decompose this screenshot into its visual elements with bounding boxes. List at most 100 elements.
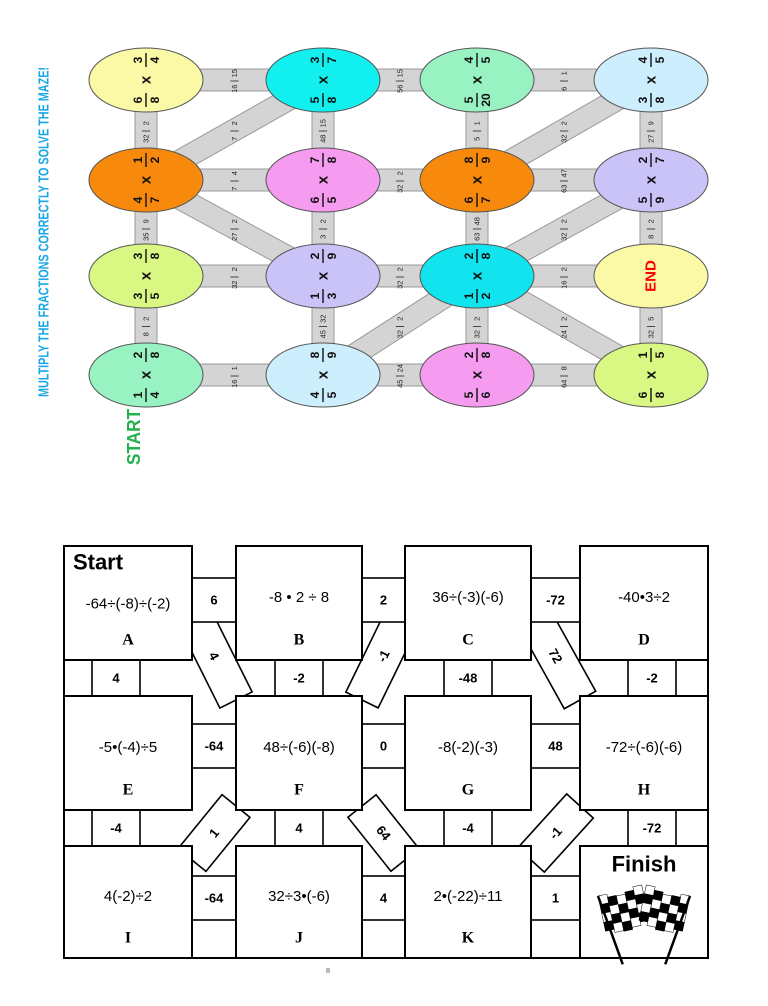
maze-box[interactable]: -8(-2)(-3)G xyxy=(404,695,532,811)
flag-square xyxy=(679,893,691,906)
box-letter: F xyxy=(294,782,304,799)
f2-denominator: 8 xyxy=(479,351,493,358)
end-node[interactable]: END xyxy=(593,243,709,309)
end-label: END xyxy=(643,260,660,292)
connector-label: -2 xyxy=(293,671,305,686)
instruction-label: MULTIPLY THE FRACTIONS CORRECTLY TO SOLV… xyxy=(36,67,53,397)
maze-box[interactable]: -8 • 2 ÷ 8B xyxy=(235,545,363,661)
f2-denominator: 9 xyxy=(325,252,339,259)
connector-label: -2 xyxy=(646,671,658,686)
f1-denominator: 8 xyxy=(325,96,339,103)
denominator: 5 xyxy=(473,137,482,141)
box-letter: K xyxy=(462,930,475,947)
multiply-sign: x xyxy=(138,370,155,379)
diagonal-text: 1 xyxy=(206,825,222,840)
f2-numerator: 7 xyxy=(308,156,322,163)
node-ellipse xyxy=(419,147,535,213)
connector-label: -48 xyxy=(459,671,478,686)
flag-square xyxy=(636,902,648,914)
maze-box[interactable]: -5•(-4)÷5E xyxy=(63,695,193,811)
numerator: 2 xyxy=(560,219,569,223)
diagonal-text: -1 xyxy=(374,648,393,665)
maze-box[interactable]: 48÷(-6)(-8)F xyxy=(235,695,363,811)
connector-label: -4 xyxy=(110,821,122,836)
node-ellipse xyxy=(88,342,204,408)
maze-box[interactable]: 36÷(-3)(-6)C xyxy=(404,545,532,661)
box-expression: -8 • 2 ÷ 8 xyxy=(269,589,329,606)
maze-box[interactable]: 2•(-22)÷11K xyxy=(404,845,532,959)
f1-numerator: 6 xyxy=(308,196,322,203)
box-frame xyxy=(63,845,193,959)
f1-denominator: 8 xyxy=(653,391,667,398)
finish-box[interactable]: Finish xyxy=(579,845,709,966)
flag-pole xyxy=(664,895,692,965)
f2-numerator: 3 xyxy=(131,252,145,259)
f2-numerator: 2 xyxy=(462,351,476,358)
f1-numerator: 5 xyxy=(636,196,650,203)
flag-square xyxy=(638,911,650,923)
maze-box[interactable]: 4(-2)÷2I xyxy=(63,845,193,959)
edge-fraction: 24 45 xyxy=(396,364,405,388)
multiply-sign: x xyxy=(138,75,155,84)
box-expression: -40•3÷2 xyxy=(618,589,670,606)
multiply-sign: x xyxy=(315,370,332,379)
node-ellipse xyxy=(88,243,204,309)
numerator: 24 xyxy=(396,364,405,372)
denominator: 45 xyxy=(396,380,405,388)
flag xyxy=(596,884,650,965)
multiply-sign: x xyxy=(469,370,486,379)
numerator: 2 xyxy=(142,317,151,321)
maze-box[interactable]: Start-64÷(-8)÷(-2)A xyxy=(63,545,193,661)
flag-square xyxy=(660,893,672,906)
f2-numerator: 1 xyxy=(636,351,650,358)
connector-box xyxy=(91,809,141,847)
f1-denominator: 6 xyxy=(479,391,493,398)
edge-fraction: 28 xyxy=(647,219,656,239)
multiply-sign: x xyxy=(138,271,155,280)
numerator: 32 xyxy=(319,315,328,323)
flag-square xyxy=(628,907,640,919)
connector-label: -64 xyxy=(205,739,225,754)
edge-fraction: 227 xyxy=(230,219,239,241)
box-frame xyxy=(235,845,363,959)
diagonal-label: 4 xyxy=(206,649,223,663)
edge-fraction: 23 xyxy=(319,219,328,239)
f2-numerator: 3 xyxy=(131,56,145,63)
edge-fraction: 232 xyxy=(396,267,405,289)
connector-label: 1 xyxy=(552,891,559,906)
connector-label: 2 xyxy=(380,593,387,608)
maze-box[interactable]: -40•3÷2D xyxy=(579,545,709,661)
maze-box[interactable]: -72÷(-6)(-6)H xyxy=(579,695,709,811)
box-letter: H xyxy=(638,782,651,799)
f2-denominator: 2 xyxy=(148,156,162,163)
flag-square xyxy=(630,916,642,928)
node-ellipse xyxy=(419,243,535,309)
maze-boxes: Start-64÷(-8)÷(-2)A -8 • 2 ÷ 8B 36÷(-3)(-6… xyxy=(63,545,709,966)
flag-square xyxy=(617,902,630,914)
start-label: Start xyxy=(73,550,124,575)
maze-box[interactable]: 32÷3•(-6)J xyxy=(235,845,363,959)
diagonal-label: 1 xyxy=(206,825,222,840)
f1-numerator: 5 xyxy=(462,391,476,398)
